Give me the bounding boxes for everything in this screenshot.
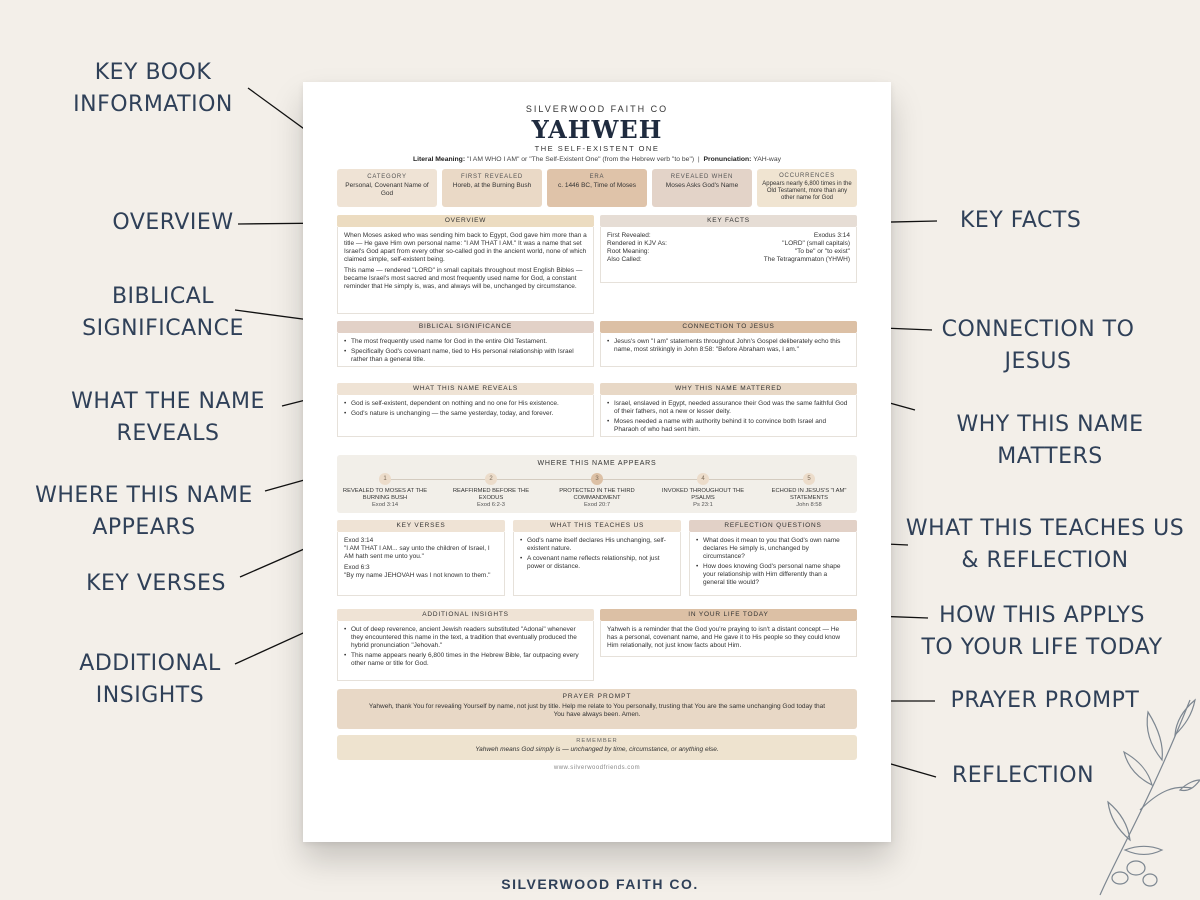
callout-what-the-name-reveals: WHAT THE NAME REVEALS <box>71 389 265 446</box>
callout-additional-insights: ADDITIONAL INSIGHTS <box>79 651 221 708</box>
in-your-life-today-section: IN YOUR LIFE TODAY Yahweh is a reminder … <box>600 609 857 657</box>
page-title: YAHWEH <box>531 115 663 144</box>
olive-branch-illustration <box>1099 698 1200 896</box>
callout-prayer-prompt: PRAYER PROMPT <box>950 688 1140 713</box>
key-facts-heading: KEY FACTS <box>600 215 857 227</box>
what-this-teaches-section: WHAT THIS TEACHES US God's name itself d… <box>513 520 681 596</box>
list-item: The most frequently used name for God in… <box>344 338 587 346</box>
callout-overview: OVERVIEW <box>112 210 234 235</box>
remember-box: REMEMBER Yahweh means God simply is — un… <box>337 735 857 760</box>
teaches-heading: WHAT THIS TEACHES US <box>513 520 681 532</box>
appears-heading: WHERE THIS NAME APPEARS <box>537 460 657 467</box>
overview-section: OVERVIEW When Moses asked who was sendin… <box>337 215 594 314</box>
callout-connection-to-jesus: CONNECTION TO JESUS <box>941 317 1135 374</box>
additional-insights-section: ADDITIONAL INSIGHTS Out of deep reverenc… <box>337 609 594 681</box>
reflection-heading: REFLECTION QUESTIONS <box>689 520 857 532</box>
list-item: Israel, enslaved in Egypt, needed assura… <box>607 400 850 416</box>
callout-what-this-teaches-us: WHAT THIS TEACHES US & REFLECTION <box>905 516 1185 573</box>
where-name-appears-timeline: WHERE THIS NAME APPEARS 1 REVEALED TO MO… <box>337 455 857 513</box>
overview-heading: OVERVIEW <box>337 215 594 227</box>
callout-key-book-information: KEY BOOK INFORMATION <box>73 60 233 117</box>
callout-where-this-name-appears: WHERE THIS NAME APPEARS <box>35 483 253 540</box>
key-verses-section: KEY VERSES Exod 3:14 "I AM THAT I AM... … <box>337 520 505 596</box>
document-page: SILVERWOOD FAITH CO YAHWEH THE SELF-EXIS… <box>303 82 891 842</box>
remember-text: Yahweh means God simply is — unchanged b… <box>475 746 719 753</box>
list-item: This name appears nearly 6,800 times in … <box>344 652 587 668</box>
list-item: How does knowing God's personal name sha… <box>696 563 850 587</box>
callout-reflection: REFLECTION <box>951 763 1095 788</box>
biblical-significance-section: BIBLICAL SIGNIFICANCE The most frequentl… <box>337 321 594 367</box>
list-item: What does it mean to you that God's own … <box>696 537 850 561</box>
prayer-text: Yahweh, thank You for revealing Yourself… <box>368 703 826 718</box>
verse-text: "I AM THAT I AM... say unto the children… <box>344 545 490 560</box>
why-name-mattered-section: WHY THIS NAME MATTERED Israel, enslaved … <box>600 383 857 437</box>
key-fact-row: Root Meaning:"To be" or "to exist" <box>607 248 850 255</box>
callout-key-verses: KEY VERSES <box>86 571 226 596</box>
insights-heading: ADDITIONAL INSIGHTS <box>337 609 594 621</box>
biblical-significance-heading: BIBLICAL SIGNIFICANCE <box>337 321 594 333</box>
list-item: God is self-existent, dependent on nothi… <box>344 400 587 408</box>
callout-how-this-applies: HOW THIS APPLYS TO YOUR LIFE TODAY <box>921 603 1163 660</box>
list-item: Out of deep reverence, ancient Jewish re… <box>344 626 587 650</box>
literal-meaning: Literal Meaning: "I AM WHO I AM" or "The… <box>412 156 782 163</box>
key-facts-section: KEY FACTS First Revealed:Exodus 3:14 Ren… <box>600 215 857 283</box>
list-item: Specifically God's covenant name, tied t… <box>344 348 587 364</box>
list-item: Jesus's own "I am" statements throughout… <box>607 338 850 354</box>
callout-key-facts: KEY FACTS <box>960 208 1082 233</box>
prayer-prompt-box: PRAYER PROMPT Yahweh, thank You for reve… <box>337 689 857 729</box>
remember-heading: REMEMBER <box>576 738 618 744</box>
key-fact-row: First Revealed:Exodus 3:14 <box>607 232 850 239</box>
list-item: God's name itself declares His unchangin… <box>520 537 674 553</box>
list-item: God's nature is unchanging — the same ye… <box>344 410 587 418</box>
page-brand: SILVERWOOD FAITH CO <box>525 104 669 114</box>
key-fact-row: Rendered in KJV As:"LORD" (small capital… <box>607 240 850 247</box>
verse-text: "By my name JEHOVAH was I not known to t… <box>344 572 491 579</box>
what-name-reveals-section: WHAT THIS NAME REVEALS God is self-exist… <box>337 383 594 437</box>
key-verses-heading: KEY VERSES <box>337 520 505 532</box>
life-text: Yahweh is a reminder that the God you're… <box>607 626 841 649</box>
page-subtitle: THE SELF-EXISTENT ONE <box>534 144 660 153</box>
connection-heading: CONNECTION TO JESUS <box>600 321 857 333</box>
mattered-heading: WHY THIS NAME MATTERED <box>600 383 857 395</box>
website-url: www.silverwoodfriends.com <box>553 765 641 771</box>
verse-reference: Exod 3:14 <box>344 537 374 544</box>
footer-brand: SILVERWOOD FAITH CO. <box>501 876 699 892</box>
life-heading: IN YOUR LIFE TODAY <box>600 609 857 621</box>
callout-why-this-name-matters: WHY THIS NAME MATTERS <box>956 412 1144 469</box>
overview-paragraph-2: This name — rendered "LORD" in small cap… <box>344 267 583 290</box>
reveals-heading: WHAT THIS NAME REVEALS <box>337 383 594 395</box>
callout-biblical-significance: BIBLICAL SIGNIFICANCE <box>82 284 244 341</box>
key-fact-row: Also Called:The Tetragrammaton (YHWH) <box>607 256 850 263</box>
verse-reference: Exod 6:3 <box>344 564 370 571</box>
list-item: A covenant name reflects relationship, n… <box>520 555 674 571</box>
list-item: Moses needed a name with authority behin… <box>607 418 850 434</box>
overview-paragraph-1: When Moses asked who was sending him bac… <box>344 232 587 263</box>
connection-to-jesus-section: CONNECTION TO JESUS Jesus's own "I am" s… <box>600 321 857 367</box>
reflection-questions-section: REFLECTION QUESTIONS What does it mean t… <box>689 520 857 596</box>
prayer-heading: PRAYER PROMPT <box>562 693 632 700</box>
